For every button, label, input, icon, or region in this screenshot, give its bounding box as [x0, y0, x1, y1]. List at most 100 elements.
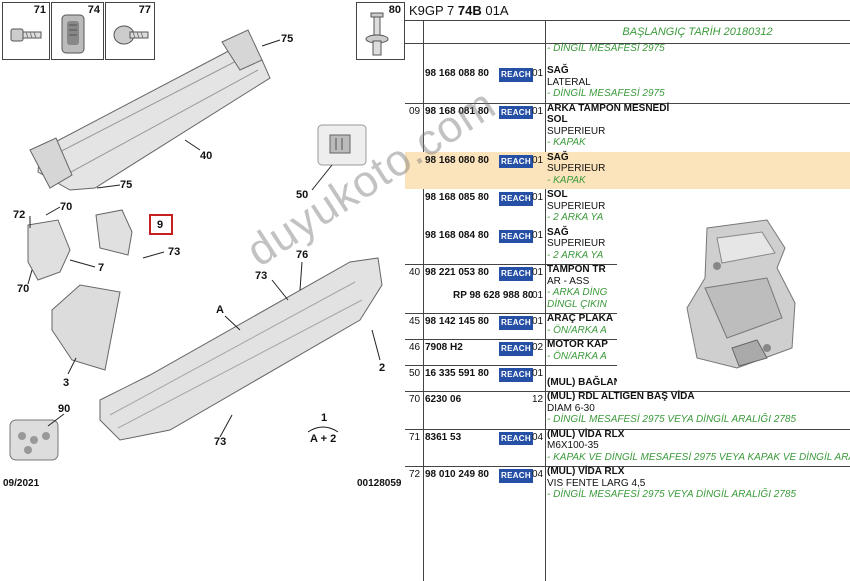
part-reference[interactable]: 6230 06 — [425, 394, 462, 405]
table-group — [405, 43, 850, 44]
application-note: - DİNGİL MESAFESİ 2975 VEYA DİNGİL ARALI… — [547, 414, 796, 425]
label-2[interactable]: 2 — [379, 362, 386, 374]
flange-bolt-icon — [113, 25, 149, 45]
column-divider — [545, 21, 546, 581]
label-73[interactable]: 73 — [214, 436, 227, 448]
label-75[interactable]: 75 — [281, 33, 294, 45]
thumb-part-71[interactable]: 71 — [2, 2, 50, 60]
bracket-shapes — [27, 209, 133, 281]
part-reference[interactable]: 98 010 249 80 — [425, 469, 489, 480]
assembly-arc-icon — [307, 426, 339, 433]
part-description: ARAÇ PLAKA- ÖN/ARKA A — [547, 313, 850, 336]
group-number: 50 — [409, 368, 421, 379]
application-note: - KAPAK — [547, 137, 586, 148]
reach-badge[interactable]: REACH — [499, 105, 533, 119]
reach-badge[interactable]: REACH — [499, 469, 533, 483]
thumb-part-80[interactable]: 80 — [356, 2, 405, 60]
diagram-code: 00128059 — [357, 478, 402, 489]
parts-table: BAŞLANGIÇ TARİH 20180312 - DİNGİL MESAFE… — [405, 21, 850, 581]
bracket-preview-icon — [686, 219, 796, 369]
reach-badge[interactable]: REACH — [499, 316, 533, 330]
label-70[interactable]: 70 — [17, 283, 30, 295]
label-A-plus-2: A + 2 — [310, 433, 337, 445]
label-40[interactable]: 40 — [200, 150, 213, 162]
leader-lines — [27, 39, 381, 438]
part-reference[interactable]: 98 168 080 80 — [425, 154, 489, 166]
part-reference[interactable]: 98 142 145 80 — [425, 316, 489, 327]
label-73[interactable]: 73 — [255, 270, 268, 282]
reach-badge[interactable]: REACH — [499, 342, 533, 356]
part-reference[interactable]: 98 168 081 80 — [425, 105, 489, 117]
application-note: - ÖN/ARKA A — [547, 350, 607, 362]
thumb-part-74[interactable]: 74 — [51, 2, 104, 60]
description-detail: SUPERIEUR — [547, 163, 606, 174]
part-reference[interactable]: 98 168 085 80 — [425, 192, 489, 203]
table-row[interactable]: - DİNGİL MESAFESİ 2975 — [405, 43, 850, 65]
group-number: 40 — [409, 267, 421, 278]
table-group: 71 — [405, 428, 850, 443]
label-90[interactable]: 90 — [58, 403, 71, 415]
clip-icon — [61, 14, 85, 54]
label-1: 1 — [321, 412, 328, 424]
replacement-reference[interactable]: RP 98 628 988 80 — [453, 290, 534, 301]
reach-badge[interactable]: REACH — [499, 267, 533, 281]
description-title: (MUL) BAĞLANTI SETİ — [547, 376, 655, 388]
quantity: 01 — [532, 267, 544, 278]
reach-badge[interactable]: REACH — [499, 368, 533, 382]
group-number: 46 — [409, 342, 421, 353]
part-reference[interactable]: 98 168 084 80 — [425, 229, 489, 241]
part-reference[interactable]: 98 221 053 80 — [425, 267, 489, 278]
part-reference[interactable]: 7908 H2 — [425, 342, 463, 353]
group-number: 09 — [409, 105, 421, 117]
side-panel-shape — [51, 284, 121, 371]
application-note: - DİNGİL MESAFESİ 2975 VEYA DİNGİL ARALI… — [547, 489, 796, 500]
description-title: (MUL) RDL ALTIGEN BAŞ VİDA — [547, 391, 695, 402]
quantity: 01 — [532, 229, 544, 241]
label-70[interactable]: 70 — [60, 201, 73, 213]
reach-badge[interactable]: REACH — [499, 192, 533, 206]
reach-badge[interactable]: REACH — [499, 229, 533, 243]
column-divider — [423, 21, 424, 581]
application-note: - 2 ARKA YA — [547, 212, 604, 223]
description-detail: DIAM 6-30 — [547, 402, 595, 414]
part-reference[interactable]: 16 335 591 80 — [425, 368, 489, 379]
application-note: - 2 ARKA YA — [547, 249, 604, 261]
quantity: 01 — [532, 290, 544, 301]
connector-kit-shape — [317, 124, 367, 166]
group-number: 71 — [409, 431, 421, 443]
label-A[interactable]: A — [216, 304, 224, 316]
label-7[interactable]: 7 — [98, 262, 105, 274]
reach-badge[interactable]: REACH — [499, 68, 533, 82]
label-75[interactable]: 75 — [120, 179, 133, 191]
quantity: 12 — [532, 394, 544, 405]
label-72[interactable]: 72 — [13, 209, 26, 221]
application-note: - ARKA DİNG — [547, 287, 608, 298]
description-title: (MUL) VİDA RLX — [547, 428, 625, 440]
label-76[interactable]: 76 — [296, 249, 309, 261]
part-reference[interactable]: 98 168 088 80 — [425, 68, 489, 79]
thumb-part-77[interactable]: 77 — [105, 2, 155, 60]
reach-badge[interactable]: REACH — [499, 154, 533, 168]
reach-badge[interactable]: REACH — [499, 431, 533, 445]
part-reference[interactable]: 8361 53 — [425, 431, 462, 443]
label-73[interactable]: 73 — [168, 246, 181, 258]
label-3[interactable]: 3 — [63, 377, 70, 389]
description-detail: VIS FENTE LARG 4,5 — [547, 477, 646, 489]
label-9[interactable]: 9 — [157, 219, 164, 231]
quantity: 01 — [532, 105, 544, 117]
label-50[interactable]: 50 — [296, 189, 309, 201]
